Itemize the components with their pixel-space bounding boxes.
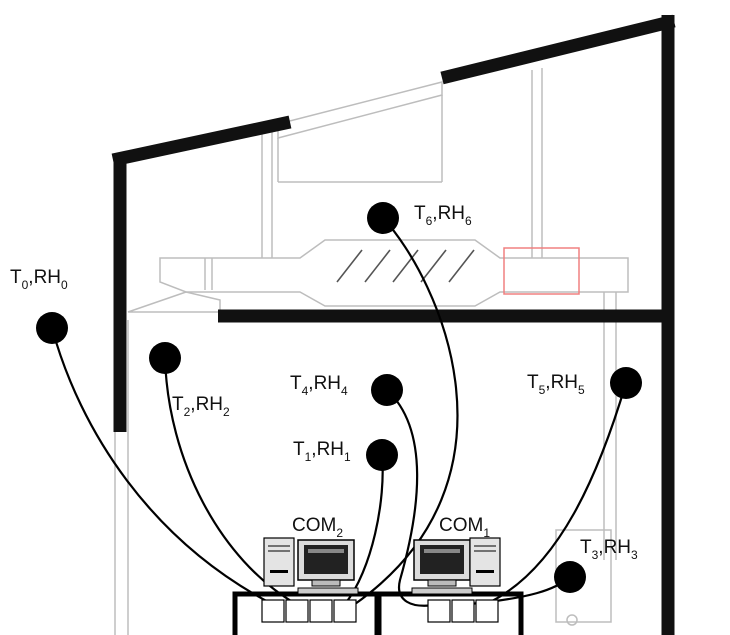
air-duct xyxy=(159,239,629,307)
cable-t1 xyxy=(344,454,384,605)
skylight-frame xyxy=(277,81,443,139)
sensor-dot-icon xyxy=(554,561,586,593)
sensor-label-t3: T3,RH3 xyxy=(580,537,638,562)
desktop-computer-icon xyxy=(411,537,501,595)
logger-port xyxy=(333,599,357,623)
logger-port xyxy=(309,599,333,623)
sensor-label-t4: T4,RH4 xyxy=(290,373,348,398)
pc-keyboard xyxy=(297,587,359,595)
pc-tower xyxy=(469,537,501,587)
sensor-label-t5: T5,RH5 xyxy=(527,372,585,397)
sensor-dot-icon xyxy=(610,367,642,399)
coil-hatching xyxy=(336,249,475,283)
cable-t5 xyxy=(485,382,628,605)
cable-t6 xyxy=(354,217,459,605)
sensor-dot-icon xyxy=(367,202,399,234)
computer-label-com2: COM2 xyxy=(292,515,343,540)
logger-port xyxy=(451,599,475,623)
logger-port xyxy=(261,599,285,623)
building-walls xyxy=(111,14,676,635)
sensor-dot-icon xyxy=(371,374,403,406)
sensor-label-t0: T0,RH0 xyxy=(10,267,68,292)
pc-tower xyxy=(263,537,295,587)
cable-t0 xyxy=(50,327,273,605)
sensor-dot-icon xyxy=(366,439,398,471)
data-logger-icon xyxy=(232,591,524,635)
cable-t4 xyxy=(386,389,441,607)
logger-port xyxy=(285,599,309,623)
sensor-label-t1: T1,RH1 xyxy=(293,439,351,464)
diffuser xyxy=(127,291,221,313)
sensor-markers xyxy=(36,202,642,593)
floor-unit-knob xyxy=(566,614,578,626)
duct-damper-highlight xyxy=(503,247,580,295)
sensor-dot-icon xyxy=(36,312,68,344)
computer-label-com1: COM1 xyxy=(439,515,490,540)
sensor-dot-icon xyxy=(149,342,181,374)
logger-port xyxy=(427,599,451,623)
roof-wall xyxy=(440,14,676,85)
desktop-computer-icon xyxy=(263,537,359,595)
duct-system xyxy=(114,68,629,635)
sensor-label-t2: T2,RH2 xyxy=(172,394,230,419)
sensor-label-t6: T6,RH6 xyxy=(414,203,472,228)
logger-port xyxy=(475,599,499,623)
pc-keyboard xyxy=(411,587,473,595)
roof-wall xyxy=(111,115,292,167)
